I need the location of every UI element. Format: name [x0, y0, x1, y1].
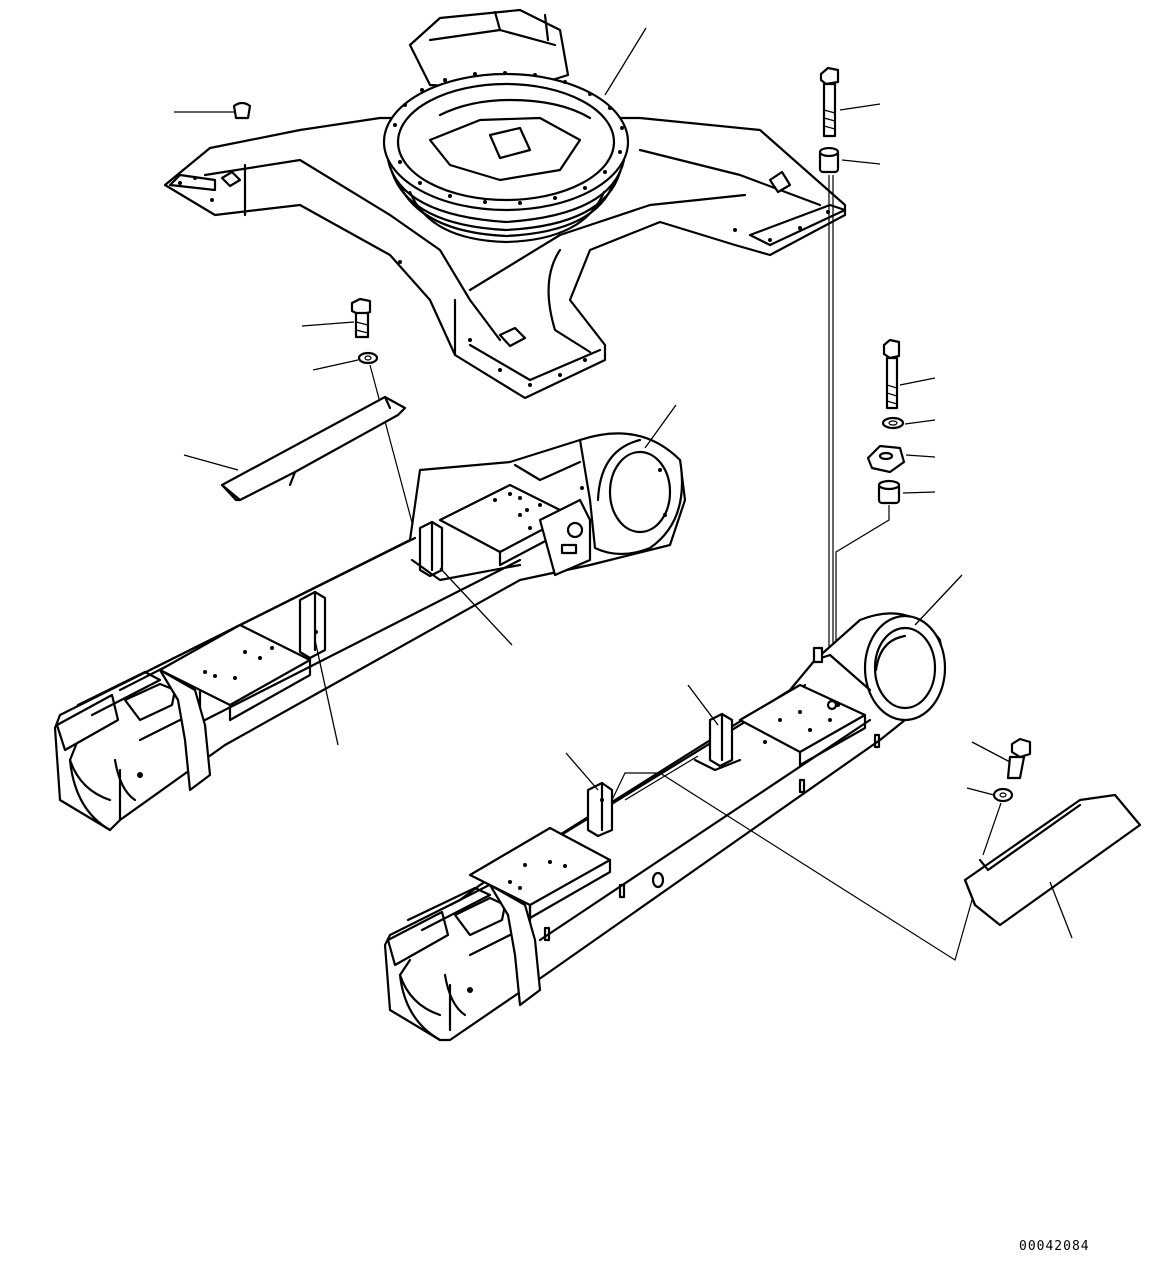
washer-left: [312, 351, 419, 546]
washer-right: [881, 416, 936, 430]
frame-mount-holes: [178, 176, 830, 387]
cover-right: [963, 793, 1142, 939]
plug-part: [174, 101, 252, 120]
spacer-upper-right: [818, 146, 881, 690]
right-front-pad-holes: [508, 860, 567, 890]
track-frame-right: [383, 612, 947, 1042]
bolt-upper-right: [819, 66, 881, 138]
drawing-reference-number: 00042084: [1019, 1239, 1090, 1254]
washer-cover-right: [966, 787, 1014, 856]
leader-lines: [314, 27, 973, 961]
right-rear-pad-holes: [763, 703, 840, 744]
track-frame-left: [53, 432, 687, 832]
center-frame: [163, 8, 847, 400]
bolt-cover-right: [971, 737, 1032, 780]
front-pad-holes: [203, 646, 274, 680]
ring-bolt-holes: [393, 71, 624, 205]
bolt-right: [882, 338, 936, 410]
spacer-right: [835, 479, 936, 690]
nut-plate-right: [866, 444, 936, 474]
cover-left: [183, 395, 407, 502]
bolt-left: [301, 297, 372, 339]
